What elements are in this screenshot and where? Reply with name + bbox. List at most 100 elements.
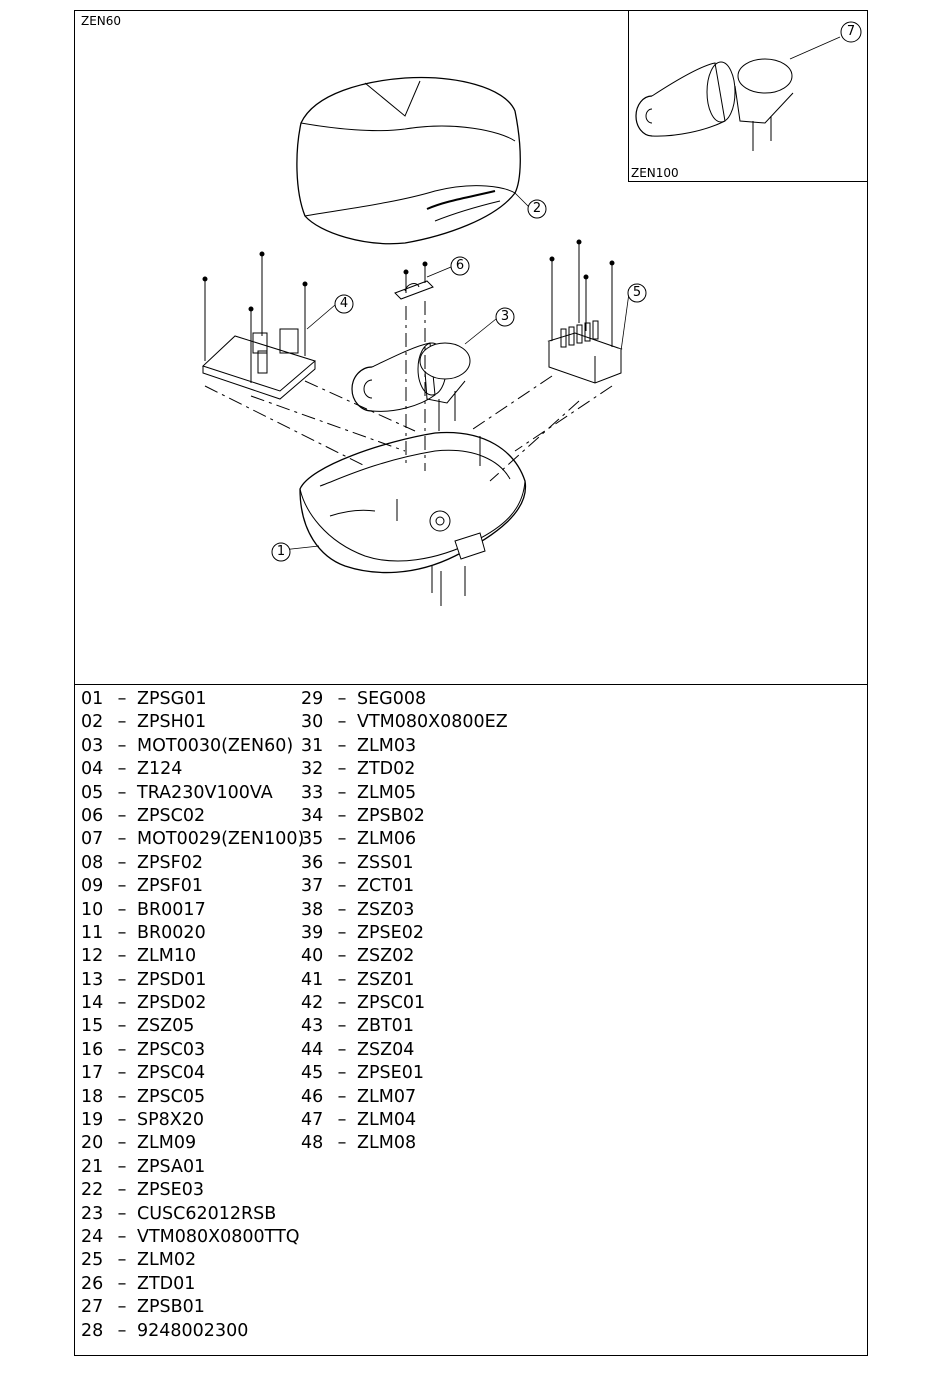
part-separator: – bbox=[117, 759, 127, 780]
part-code: ZTD02 bbox=[357, 759, 416, 780]
part-code: ZPSE01 bbox=[357, 1063, 424, 1084]
part-separator: – bbox=[117, 1039, 127, 1060]
parts-list-row: 41–ZSZ01 bbox=[301, 969, 508, 992]
inset-label: ZEN100 bbox=[631, 166, 679, 180]
part-code: Z124 bbox=[137, 759, 183, 780]
part-code: ZLM05 bbox=[357, 782, 417, 803]
part-code: ZPSD01 bbox=[137, 969, 207, 990]
part-separator: – bbox=[337, 852, 347, 873]
part-separator: – bbox=[337, 735, 347, 756]
part-code: ZLM10 bbox=[137, 946, 197, 967]
part-number: 33 bbox=[301, 782, 324, 803]
part-separator: – bbox=[337, 876, 347, 897]
part-separator: – bbox=[117, 1086, 127, 1107]
callout-1: 1 bbox=[276, 544, 286, 559]
part-code: ZCT01 bbox=[357, 876, 415, 897]
part-separator: – bbox=[337, 1133, 347, 1154]
part-number: 14 bbox=[81, 993, 104, 1014]
part-separator: – bbox=[117, 1203, 127, 1224]
part-separator: – bbox=[117, 1297, 127, 1318]
bracket-part bbox=[394, 261, 434, 300]
parts-list-row: 04–Z124 bbox=[81, 758, 304, 781]
part-code: ZLM07 bbox=[357, 1086, 417, 1107]
base-part bbox=[299, 431, 527, 606]
part-number: 48 bbox=[301, 1133, 324, 1154]
part-number: 28 bbox=[81, 1320, 104, 1341]
part-separator: – bbox=[337, 946, 347, 967]
part-separator: – bbox=[337, 759, 347, 780]
part-separator: – bbox=[117, 899, 127, 920]
parts-list-row: 20–ZLM09 bbox=[81, 1132, 304, 1155]
parts-list-row: 17–ZPSC04 bbox=[81, 1062, 304, 1085]
model-label: ZEN60 bbox=[81, 14, 122, 28]
parts-list-row: 13–ZPSD01 bbox=[81, 969, 304, 992]
part-separator: – bbox=[117, 1226, 127, 1247]
part-separator: – bbox=[337, 899, 347, 920]
part-separator: – bbox=[117, 1320, 127, 1341]
part-separator: – bbox=[117, 922, 127, 943]
part-code: TRA230V100VA bbox=[137, 782, 273, 803]
part-number: 40 bbox=[301, 946, 324, 967]
part-separator: – bbox=[117, 993, 127, 1014]
part-separator: – bbox=[337, 689, 347, 709]
part-number: 04 bbox=[81, 759, 104, 780]
parts-list-row: 39–ZPSE02 bbox=[301, 922, 508, 945]
part-number: 23 bbox=[81, 1203, 104, 1224]
part-separator: – bbox=[337, 782, 347, 803]
parts-list-row: 26–ZTD01 bbox=[81, 1273, 304, 1296]
part-number: 45 bbox=[301, 1063, 324, 1084]
callout-6: 6 bbox=[455, 258, 465, 273]
assembly-guide-lines bbox=[204, 301, 613, 482]
part-separator: – bbox=[337, 1086, 347, 1107]
part-number: 20 bbox=[81, 1133, 104, 1154]
part-number: 08 bbox=[81, 852, 104, 873]
parts-list-row: 38–ZSZ03 bbox=[301, 899, 508, 922]
exploded-view-area: ZEN60 1 2 3 4 5 6 7 ZEN100 bbox=[75, 11, 867, 685]
part-number: 38 bbox=[301, 899, 324, 920]
parts-list-row: 25–ZLM02 bbox=[81, 1249, 304, 1272]
parts-list-row: 23–CUSC62012RSB bbox=[81, 1203, 304, 1226]
parts-list-row: 48–ZLM08 bbox=[301, 1132, 508, 1155]
part-code: MOT0029(ZEN100) bbox=[137, 829, 305, 850]
part-separator: – bbox=[117, 689, 127, 709]
part-number: 25 bbox=[81, 1250, 104, 1271]
parts-list-row: 28–9248002300 bbox=[81, 1320, 304, 1343]
part-number: 35 bbox=[301, 829, 324, 850]
parts-list-row: 08–ZPSF02 bbox=[81, 852, 304, 875]
part-number: 17 bbox=[81, 1063, 104, 1084]
part-number: 36 bbox=[301, 852, 324, 873]
parts-list-row: 24–VTM080X0800TTQ bbox=[81, 1226, 304, 1249]
parts-list-row: 15–ZSZ05 bbox=[81, 1015, 304, 1038]
callout-4: 4 bbox=[339, 296, 349, 311]
part-separator: – bbox=[117, 1016, 127, 1037]
parts-list-row: 31–ZLM03 bbox=[301, 735, 508, 758]
parts-list-row: 03–MOT0030(ZEN60) bbox=[81, 735, 304, 758]
part-separator: – bbox=[117, 1250, 127, 1271]
part-number: 18 bbox=[81, 1086, 104, 1107]
part-code: ZSZ04 bbox=[357, 1039, 415, 1060]
part-code: ZLM04 bbox=[357, 1110, 417, 1131]
part-separator: – bbox=[117, 876, 127, 897]
part-separator: – bbox=[337, 1039, 347, 1060]
parts-list-row: 40–ZSZ02 bbox=[301, 945, 508, 968]
part-number: 02 bbox=[81, 712, 104, 733]
part-number: 29 bbox=[301, 689, 324, 709]
parts-list-row: 14–ZPSD02 bbox=[81, 992, 304, 1015]
parts-list-row: 29–SEG008 bbox=[301, 688, 508, 711]
parts-list-row: 12–ZLM10 bbox=[81, 945, 304, 968]
part-code: ZLM09 bbox=[137, 1133, 197, 1154]
part-separator: – bbox=[117, 1063, 127, 1084]
part-code: ZPSC05 bbox=[137, 1086, 206, 1107]
part-number: 43 bbox=[301, 1016, 324, 1037]
part-code: ZLM08 bbox=[357, 1133, 417, 1154]
parts-list-row: 43–ZBT01 bbox=[301, 1015, 508, 1038]
part-code: ZPSC01 bbox=[357, 993, 426, 1014]
callout-circles bbox=[271, 21, 862, 562]
part-number: 39 bbox=[301, 922, 324, 943]
part-number: 13 bbox=[81, 969, 104, 990]
part-code: ZSZ03 bbox=[357, 899, 415, 920]
part-separator: – bbox=[337, 922, 347, 943]
callout-5: 5 bbox=[632, 285, 642, 300]
